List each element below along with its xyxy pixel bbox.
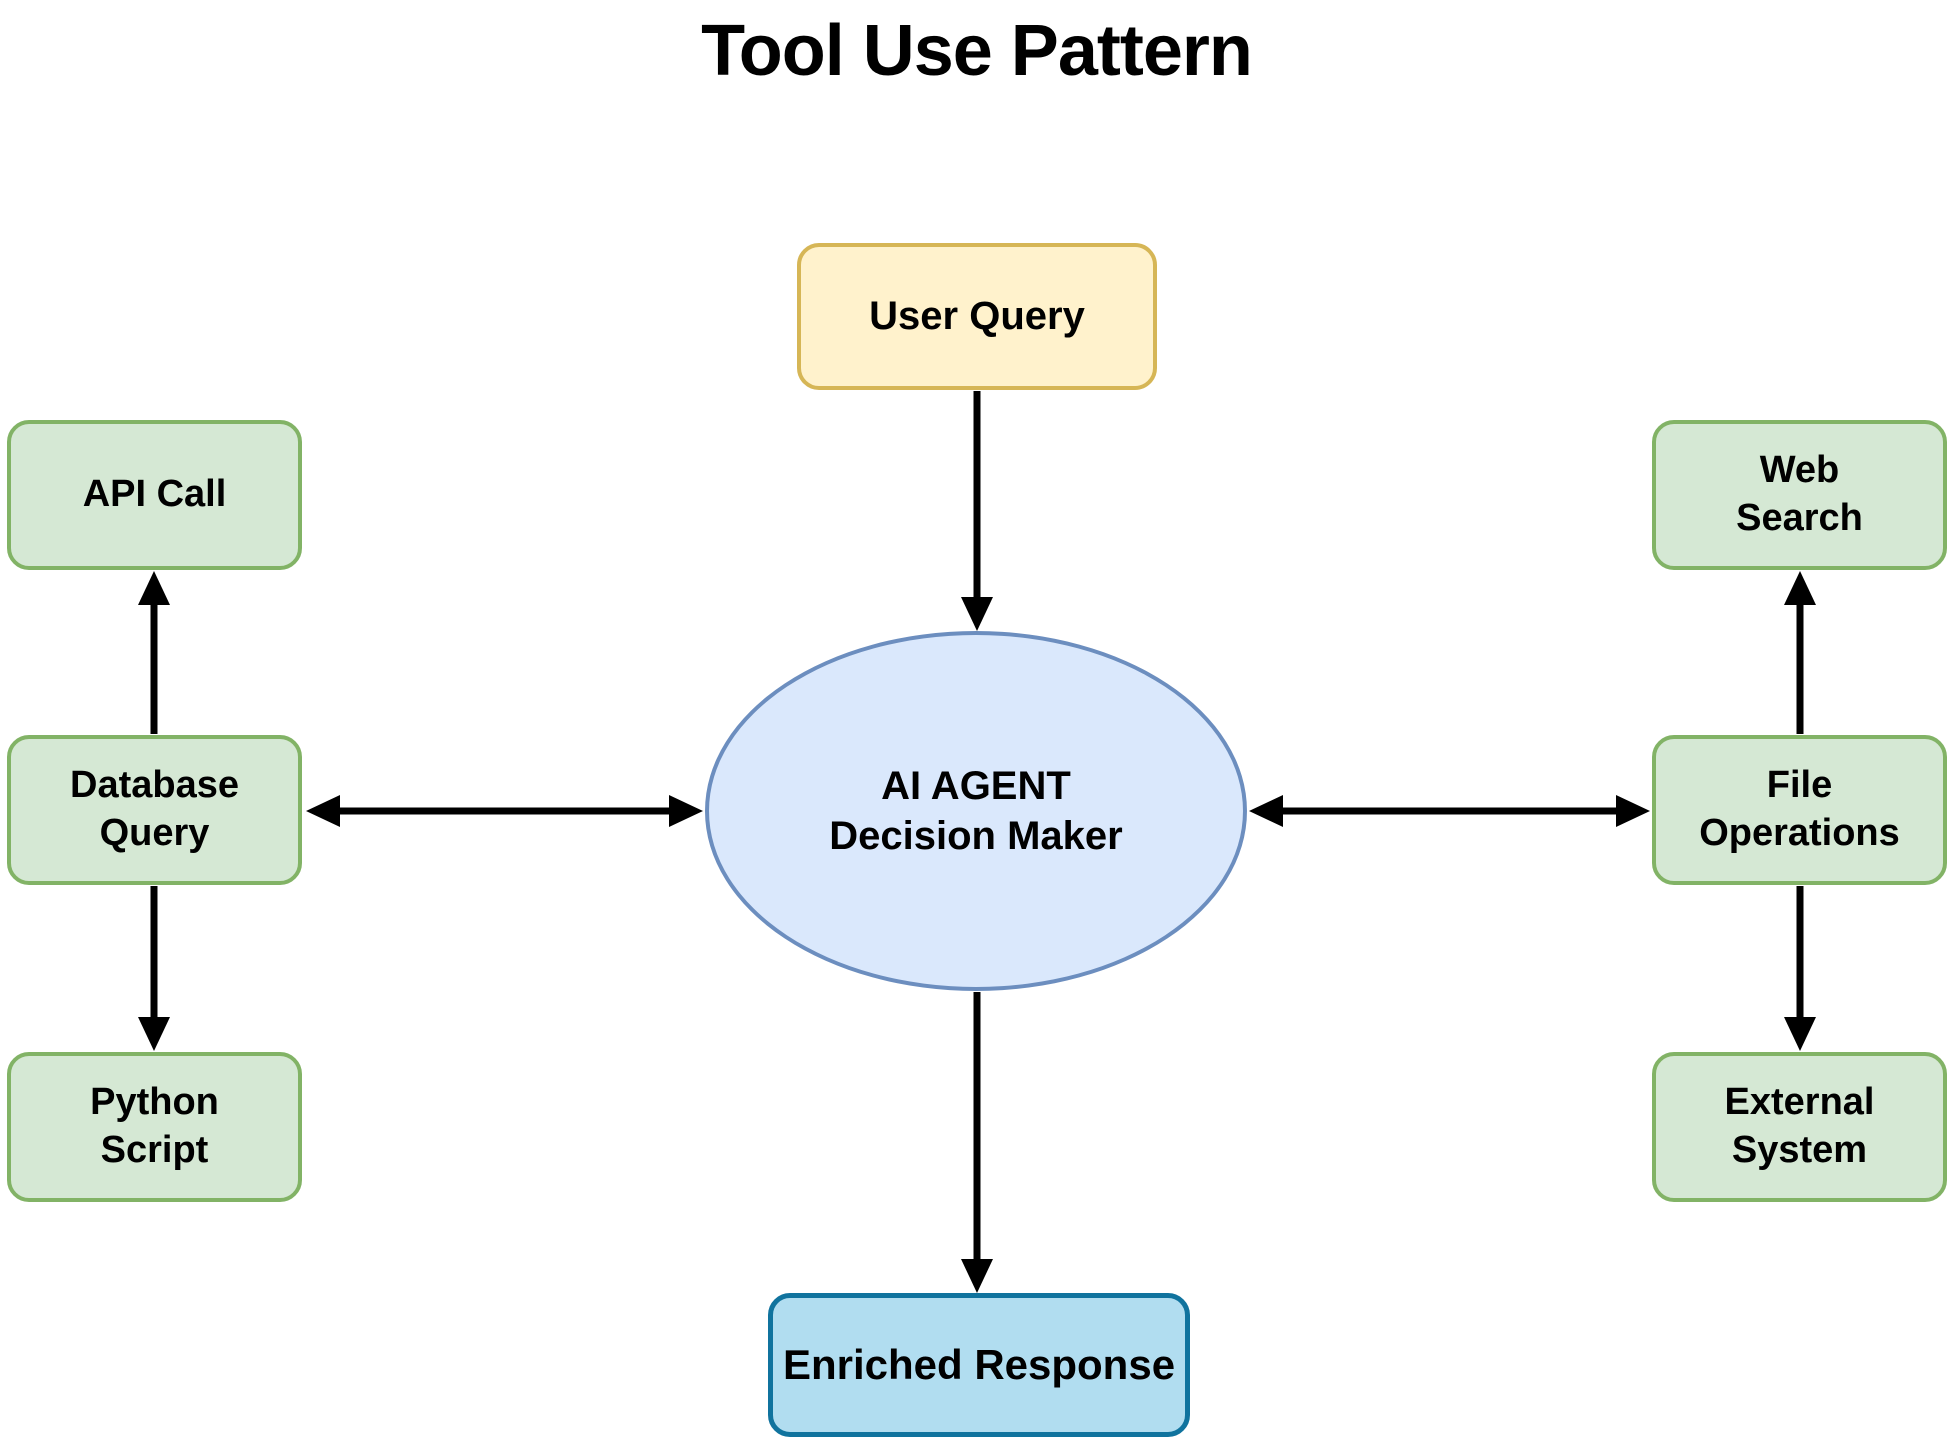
node-database-query-label: Database Query [70, 764, 239, 854]
node-web-search: Web Search [1652, 420, 1947, 570]
diagram-title: Tool Use Pattern [701, 11, 1253, 91]
node-file-operations: File Operations [1652, 735, 1947, 885]
arrow-agent-file-operations-two-way [1249, 795, 1650, 827]
arrow-database-query-to-python-script [138, 886, 170, 1051]
node-external-system-label: External System [1724, 1081, 1875, 1171]
node-web-search-label: Web Search [1736, 449, 1863, 539]
node-ai-agent-label: AI AGENT Decision Maker [829, 763, 1123, 858]
arrow-user-query-to-agent [961, 391, 993, 631]
node-enriched-response-label: Enriched Response [782, 1340, 1176, 1388]
node-database-query: Database Query [7, 735, 302, 885]
node-api-call: API Call [7, 420, 302, 570]
node-external-system: External System [1652, 1052, 1947, 1202]
node-python-script-label: Python Script [90, 1081, 219, 1171]
arrow-file-operations-to-external-system [1784, 886, 1816, 1051]
node-enriched-response: Enriched Response [768, 1293, 1190, 1437]
node-api-call-label: API Call [82, 473, 227, 516]
arrow-file-operations-to-web-search [1784, 571, 1816, 734]
node-user-query-label: User Query [869, 294, 1085, 339]
node-user-query: User Query [797, 243, 1157, 390]
node-python-script: Python Script [7, 1052, 302, 1202]
node-ai-agent: AI AGENT Decision Maker [705, 631, 1247, 991]
node-file-operations-label: File Operations [1699, 764, 1900, 854]
arrow-database-query-to-api-call [138, 571, 170, 734]
arrow-agent-to-enriched-response [961, 992, 993, 1293]
arrow-database-query-agent-two-way [306, 795, 703, 827]
